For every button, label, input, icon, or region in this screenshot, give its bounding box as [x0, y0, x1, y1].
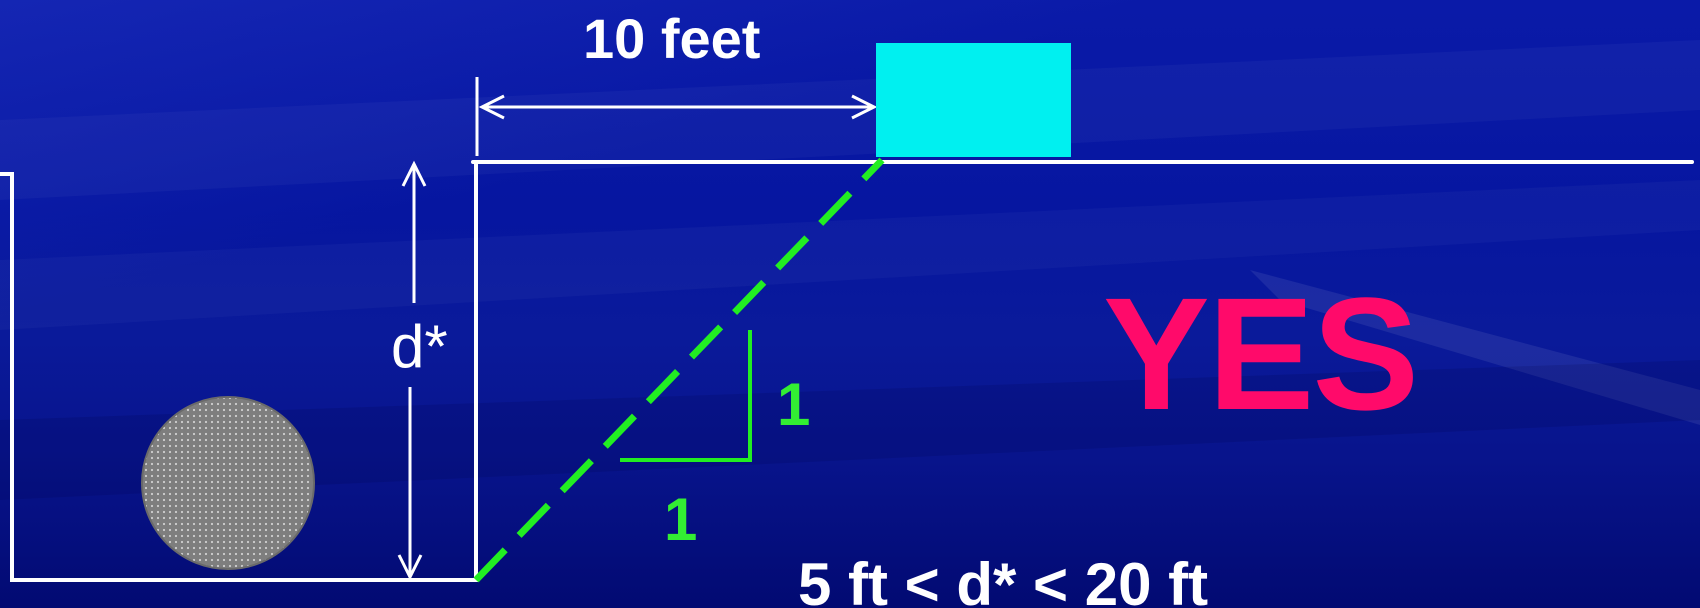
building-block	[876, 43, 1071, 157]
slope-run-label: 1	[664, 486, 698, 553]
arrowhead-down-icon	[397, 554, 423, 581]
arrowhead-right-icon	[851, 94, 878, 120]
slope-line	[473, 157, 885, 583]
depth-condition-label: 5 ft < d* < 20 ft	[798, 551, 1209, 608]
trench-outline	[0, 162, 478, 582]
arrowhead-left-icon	[478, 94, 505, 120]
slope-rise-label: 1	[777, 371, 811, 438]
arrowhead-up-icon	[401, 160, 427, 187]
slope-triangle	[620, 330, 752, 462]
pipe-circle	[141, 396, 315, 570]
depth-label: d*	[391, 313, 448, 380]
result-label: YES	[1103, 264, 1419, 443]
distance-label: 10 feet	[583, 7, 761, 70]
